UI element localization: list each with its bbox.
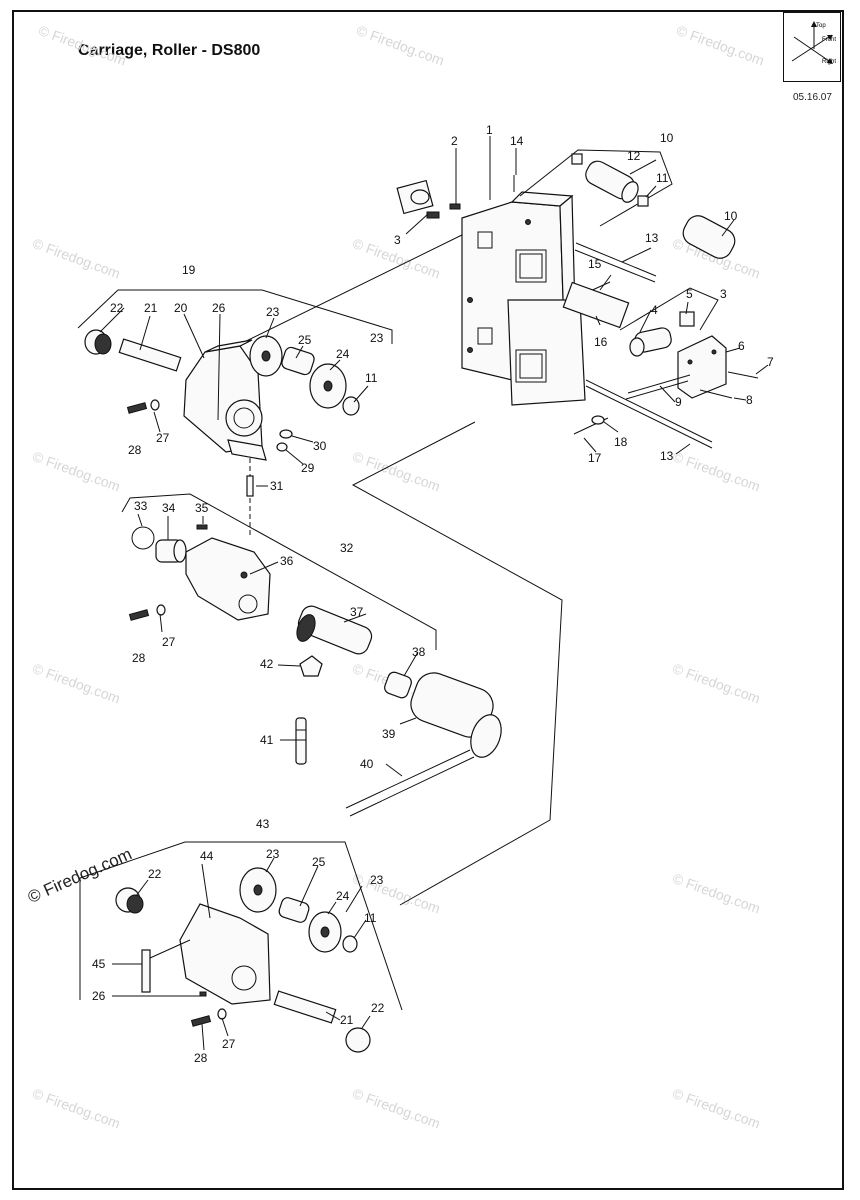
callout-29: 29 [301, 461, 315, 475]
orientation-right-label: Right [822, 59, 836, 65]
callout-26: 26 [212, 301, 226, 315]
callout-20: 20 [174, 301, 188, 315]
orientation-top-label: Top [816, 23, 826, 29]
callout-40: 40 [360, 757, 374, 771]
callout-10: 10 [660, 131, 674, 145]
callout-38: 38 [412, 645, 426, 659]
callout-24: 24 [336, 889, 350, 903]
callout-13: 13 [660, 449, 674, 463]
callout-39: 39 [382, 727, 396, 741]
pivot-assembly-32 [121, 493, 502, 817]
callout-34: 34 [162, 501, 176, 515]
roller-assembly-43 [79, 841, 403, 1053]
callout-27: 27 [222, 1037, 236, 1051]
orientation-front-label: Front [822, 37, 836, 43]
callout-1: 1 [486, 123, 493, 137]
callout-7: 7 [767, 355, 774, 369]
callout-41: 41 [260, 733, 274, 747]
callout-25: 25 [298, 333, 312, 347]
callout-31: 31 [270, 479, 284, 493]
callout-10: 10 [724, 209, 738, 223]
callout-labels: 1 2 3 3 4 5 6 7 8 9 10 10 11 11 11 12 13… [92, 123, 774, 1065]
callout-11: 11 [656, 171, 669, 185]
callout-32: 32 [340, 541, 354, 555]
callout-26: 26 [92, 989, 106, 1003]
callout-45: 45 [92, 957, 106, 971]
upper-rollers [519, 149, 736, 283]
orientation-indicator: Top Front Right [783, 12, 841, 82]
callout-8: 8 [746, 393, 753, 407]
callout-23: 23 [370, 331, 384, 345]
callout-18: 18 [614, 435, 628, 449]
callout-14: 14 [510, 134, 524, 148]
callout-43: 43 [256, 817, 270, 831]
callout-3: 3 [394, 233, 401, 247]
roller-assembly-19 [77, 289, 393, 497]
callout-11: 11 [365, 371, 378, 385]
frame-fasteners [396, 175, 515, 219]
callout-23: 23 [266, 847, 280, 861]
callout-19: 19 [182, 263, 196, 277]
callout-9: 9 [675, 395, 682, 409]
callout-23: 23 [370, 873, 384, 887]
callout-28: 28 [132, 651, 146, 665]
callout-2: 2 [451, 134, 458, 148]
callout-30: 30 [313, 439, 327, 453]
callout-28: 28 [194, 1051, 208, 1065]
callout-16: 16 [594, 335, 608, 349]
callout-13: 13 [645, 231, 659, 245]
diagram-title: Carriage, Roller - DS800 [78, 42, 261, 59]
callout-5: 5 [686, 287, 693, 301]
callout-6: 6 [738, 339, 745, 353]
callout-28: 28 [128, 443, 142, 457]
callout-22: 22 [371, 1001, 385, 1015]
callout-3: 3 [720, 287, 727, 301]
callout-24: 24 [336, 347, 350, 361]
callout-17: 17 [588, 451, 602, 465]
callout-22: 22 [110, 301, 124, 315]
callout-33: 33 [134, 499, 148, 513]
callout-15: 15 [588, 257, 602, 271]
callout-4: 4 [651, 303, 658, 317]
callout-42: 42 [260, 657, 274, 671]
callout-11: 11 [364, 911, 377, 925]
callout-27: 27 [156, 431, 170, 445]
callout-36: 36 [280, 554, 294, 568]
callout-21: 21 [144, 301, 158, 315]
carriage-frame [461, 191, 586, 406]
callout-37: 37 [350, 605, 364, 619]
orientation-axes-icon: Top Front Right [791, 21, 836, 65]
callout-27: 27 [162, 635, 176, 649]
callout-44: 44 [200, 849, 214, 863]
callout-25: 25 [312, 855, 326, 869]
drawing-frame [12, 10, 844, 1190]
callout-21: 21 [340, 1013, 354, 1027]
callout-35: 35 [195, 501, 209, 515]
callout-22: 22 [148, 867, 162, 881]
side-block-assembly [562, 281, 759, 449]
callout-12: 12 [627, 149, 641, 163]
leader-lines [99, 136, 769, 1051]
callout-23: 23 [266, 305, 280, 319]
revision-date: 05.16.07 [793, 92, 832, 103]
